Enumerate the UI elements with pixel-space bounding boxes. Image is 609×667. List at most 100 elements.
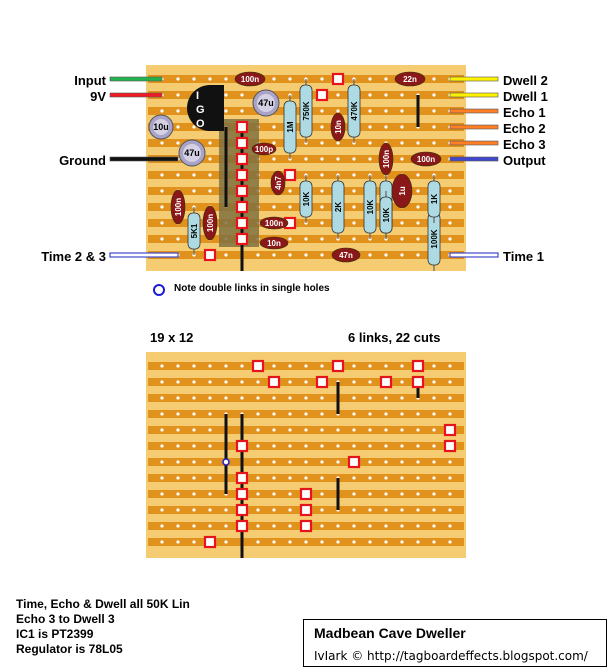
- resistor-value: 10K: [366, 199, 375, 214]
- hole: [368, 364, 372, 368]
- track-cut: [235, 136, 249, 150]
- hole: [208, 428, 212, 432]
- hole: [288, 380, 292, 384]
- hole: [384, 540, 388, 544]
- hole: [352, 364, 356, 368]
- hole: [416, 221, 420, 225]
- note-line: Regulator is 78L05: [16, 642, 123, 656]
- track-cut: [235, 439, 249, 453]
- hole: [192, 380, 196, 384]
- hole: [304, 412, 308, 416]
- hole: [448, 205, 452, 209]
- hole: [224, 524, 228, 528]
- wire-echo3: [449, 140, 499, 146]
- hole: [304, 396, 308, 400]
- hole: [320, 157, 324, 161]
- hole: [384, 444, 388, 448]
- track-cut: [331, 72, 345, 86]
- hole: [336, 157, 340, 161]
- film-capacitor: [259, 236, 289, 250]
- track-cut: [203, 535, 217, 549]
- hole: [304, 380, 308, 384]
- hole: [320, 524, 324, 528]
- hole: [384, 428, 388, 432]
- resistor: [299, 84, 313, 138]
- label-dwell-2: Dwell 2: [503, 73, 548, 88]
- hole: [208, 492, 212, 496]
- hole: [320, 412, 324, 416]
- track-cut: [443, 423, 457, 437]
- hole: [240, 380, 244, 384]
- resistor-value: 5K1: [190, 223, 199, 238]
- hole: [384, 524, 388, 528]
- hole: [432, 109, 436, 113]
- wire-input: [109, 76, 163, 82]
- hole: [288, 396, 292, 400]
- hole: [208, 460, 212, 464]
- hole: [192, 460, 196, 464]
- hole: [176, 412, 180, 416]
- hole: [368, 412, 372, 416]
- hole: [272, 364, 276, 368]
- hole: [272, 428, 276, 432]
- hole: [192, 364, 196, 368]
- hole: [432, 412, 436, 416]
- bottom-links-cuts: [203, 359, 457, 558]
- hole: [432, 125, 436, 129]
- link: [336, 382, 340, 414]
- hole: [416, 237, 420, 241]
- hole: [304, 444, 308, 448]
- resistor: [283, 100, 297, 154]
- capacitor-value: 100p: [255, 145, 273, 154]
- hole: [304, 237, 308, 241]
- hole: [320, 125, 324, 129]
- hole: [352, 444, 356, 448]
- hole: [368, 141, 372, 145]
- hole: [176, 109, 180, 113]
- hole: [256, 253, 260, 257]
- hole: [176, 380, 180, 384]
- hole: [288, 460, 292, 464]
- hole: [416, 540, 420, 544]
- hole: [208, 380, 212, 384]
- hole: [320, 396, 324, 400]
- hole: [256, 460, 260, 464]
- link: [224, 414, 228, 494]
- hole: [160, 380, 164, 384]
- hole: [416, 508, 420, 512]
- hole: [224, 77, 228, 81]
- hole: [192, 540, 196, 544]
- hole: [352, 396, 356, 400]
- track-cut: [443, 439, 457, 453]
- hole: [384, 412, 388, 416]
- hole: [368, 253, 372, 257]
- hole: [256, 540, 260, 544]
- hole: [368, 508, 372, 512]
- resistor-value: 2K: [334, 202, 343, 212]
- hole: [176, 141, 180, 145]
- wire-ground: [109, 156, 179, 162]
- hole: [304, 428, 308, 432]
- resistor-value: 1K: [430, 194, 439, 204]
- film-capacitor: [170, 189, 186, 225]
- hole: [416, 444, 420, 448]
- hole: [352, 173, 356, 177]
- hole: [272, 492, 276, 496]
- track-cut: [203, 248, 217, 262]
- hole: [368, 93, 372, 97]
- hole: [160, 173, 164, 177]
- hole: [272, 444, 276, 448]
- hole: [448, 396, 452, 400]
- hole: [272, 77, 276, 81]
- hole: [256, 428, 260, 432]
- hole: [192, 444, 196, 448]
- hole: [416, 492, 420, 496]
- resistor: [331, 180, 345, 234]
- hole: [192, 492, 196, 496]
- links-cuts-count: 6 links, 22 cuts: [348, 330, 441, 345]
- wire-dwell2: [449, 76, 499, 82]
- hole: [352, 237, 356, 241]
- capacitor-value: 100n: [206, 214, 215, 232]
- hole: [288, 524, 292, 528]
- hole: [176, 173, 180, 177]
